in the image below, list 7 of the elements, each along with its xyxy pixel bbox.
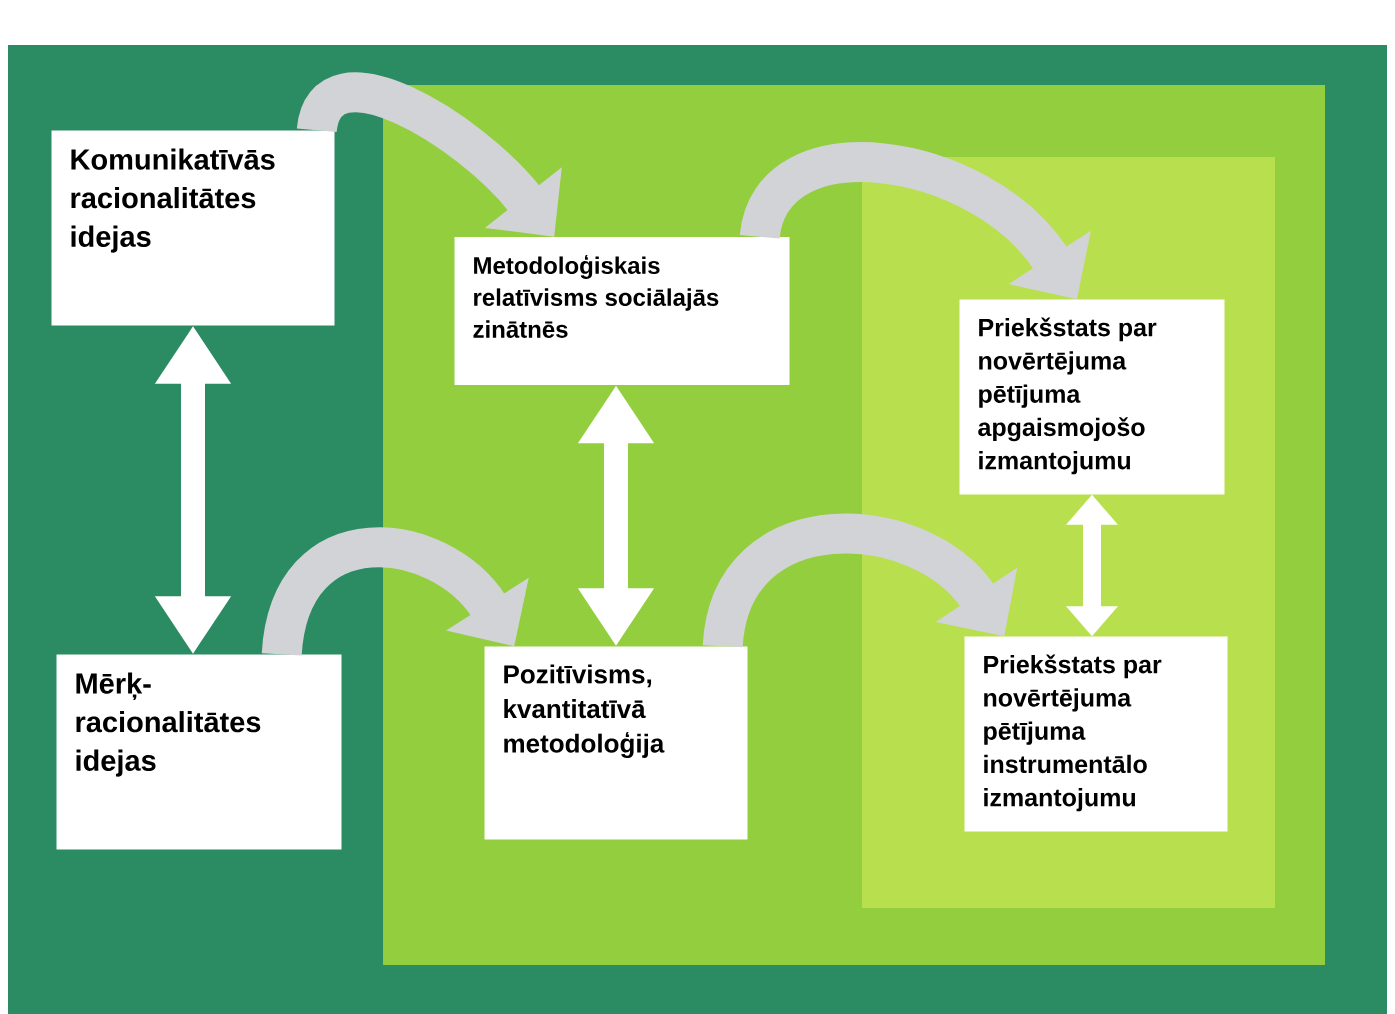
text-box: Mērķ-racionalitātes idejas bbox=[56, 654, 342, 850]
text-box: Metodoloģiskais relatīvisms sociālajās zinātnēs bbox=[454, 237, 790, 385]
text-box: Komunikatīvās racionalitātes idejas bbox=[51, 130, 335, 326]
text-box: Priekšstats par novērtējuma pētījuma instrumentālo izmantojumu bbox=[964, 636, 1228, 832]
text-box: Priekšstats par novērtējuma pētījuma apgaismojošo izmantojumu bbox=[959, 299, 1225, 495]
curved-arrow bbox=[261, 527, 529, 658]
text-box: Pozitīvisms, kvantitatīvā metodoloģija bbox=[484, 646, 748, 840]
